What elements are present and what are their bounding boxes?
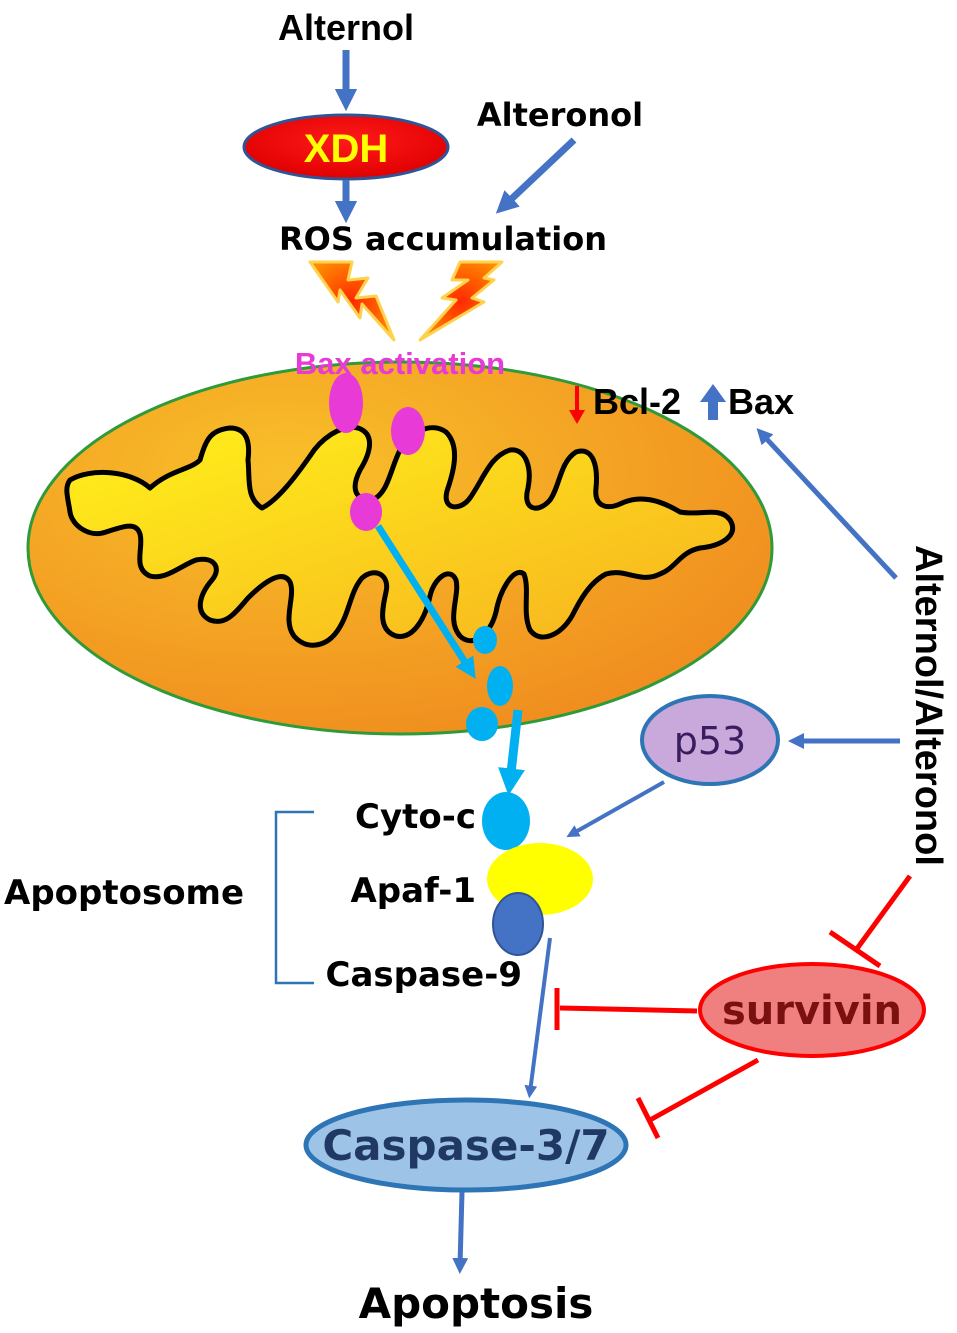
bax-protein-3 <box>350 493 382 531</box>
survivin-inhibits-caspase9 <box>559 1005 698 1014</box>
caspase37-label: Caspase-3/7 <box>322 1121 609 1170</box>
apoptosome-bracket <box>274 810 314 985</box>
caspase37-to-apoptosis-arrow <box>452 1191 469 1274</box>
alternol-top-label: Alternol <box>278 7 414 48</box>
caspase9-label: Caspase-9 <box>326 955 522 995</box>
bax-activation-label: Bax activation <box>295 346 505 381</box>
bcl2-down-arrowhead <box>569 410 585 424</box>
apoptosome-label: Apoptosome <box>4 873 244 913</box>
caspase37-inhibition-bar <box>635 1096 661 1140</box>
cyto-c-label: Cyto-c <box>355 797 476 837</box>
bax-up-arrow-icon <box>708 400 718 420</box>
apaf1-label: Apaf-1 <box>350 871 476 911</box>
caspase37-node <box>303 1097 629 1193</box>
bcl2-label: Bcl-2 <box>593 381 681 422</box>
bax-protein-1 <box>329 373 363 433</box>
lightning-bolt-right-icon <box>418 260 504 342</box>
survivin-inhibits-caspase37 <box>648 1057 760 1123</box>
bax-label: Bax <box>728 381 794 422</box>
survivin-label: survivin <box>722 988 902 1034</box>
alteronol-to-ros-arrow <box>495 137 577 214</box>
alternol-alteronol-inhibits-survivin <box>853 874 913 952</box>
cyto-c-apoptosome-molecule <box>482 792 530 850</box>
bax-up-arrowhead <box>700 384 726 402</box>
cyto-c-molecule-2 <box>487 666 513 706</box>
alternol-alteronol-to-bax-arrow <box>756 428 898 580</box>
caspase9-molecule <box>492 892 544 956</box>
xdh-label: XDH <box>304 127 388 171</box>
p53-node <box>640 694 780 786</box>
cyto-c-to-apoptosome-arrow <box>498 709 525 796</box>
p53-to-apaf1-arrow <box>566 780 665 838</box>
mitochondrion-cristae <box>64 424 735 648</box>
xdh-node <box>242 113 450 181</box>
cyto-c-molecule-3 <box>466 707 498 741</box>
lightning-bolt-left-icon <box>308 260 396 342</box>
cyto-c-release-arrow <box>375 524 476 679</box>
apoptosis-label: Apoptosis <box>359 1279 594 1328</box>
bax-protein-2 <box>391 407 425 455</box>
survivin-node <box>698 962 926 1058</box>
cyto-c-molecule-1 <box>473 626 497 654</box>
alteronol-label: Alteronol <box>477 96 643 134</box>
survivin-inhibition-bar-top <box>828 929 882 969</box>
caspase9-to-caspase37-arrow <box>524 937 552 1099</box>
alternol-alteronol-label: Alternol/Alteronol <box>907 545 949 866</box>
ros-accumulation-label: ROS accumulation <box>279 220 607 258</box>
p53-label: p53 <box>674 719 746 763</box>
